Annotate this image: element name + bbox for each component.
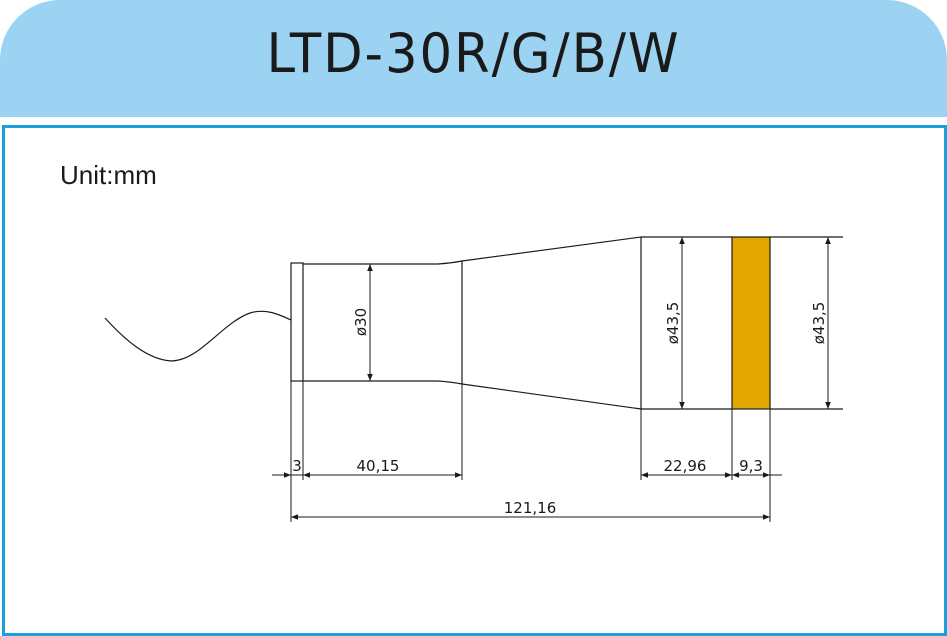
page-title: LTD-30R/G/B/W (266, 22, 681, 85)
title-banner: LTD-30R/G/B/W (0, 0, 947, 117)
dim-cap-length: 3 (292, 457, 302, 475)
end-cap (290, 262, 304, 382)
dim-back-length: 40,15 (357, 457, 400, 475)
dim-front-length: 22,96 (664, 457, 707, 475)
unit-label: Unit:mm (60, 160, 157, 190)
dim-lens-length: 9,3 (739, 457, 763, 475)
tapered-housing (461, 236, 642, 410)
dim-front-diameter-inner: ø43,5 (664, 302, 682, 345)
lens (731, 236, 771, 410)
dim-total-length: 121,16 (504, 499, 557, 517)
drawing-frame (2, 125, 947, 636)
front-housing (641, 236, 732, 410)
dim-back-diameter: ø30 (352, 308, 370, 336)
cable (104, 310, 292, 362)
dim-front-diameter-outer: ø43,5 (810, 302, 828, 345)
back-housing (303, 260, 463, 385)
